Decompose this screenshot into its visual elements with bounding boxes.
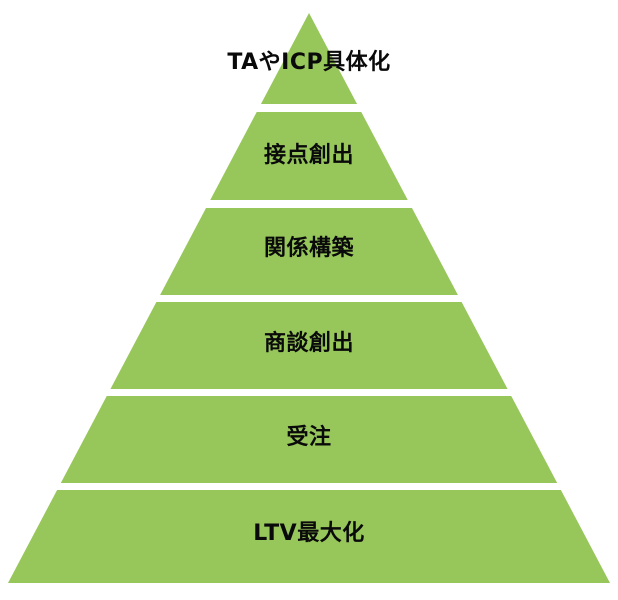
pyramid-tier-shape-6[interactable]: [8, 490, 610, 583]
pyramid-tier-shape-1[interactable]: [260, 13, 358, 104]
pyramid-tier-shape-4[interactable]: [110, 302, 508, 389]
pyramid-tier-shape-3[interactable]: [160, 208, 458, 295]
pyramid-tier-shape-5[interactable]: [60, 396, 558, 483]
pyramid-tier-shape-2[interactable]: [210, 112, 408, 200]
